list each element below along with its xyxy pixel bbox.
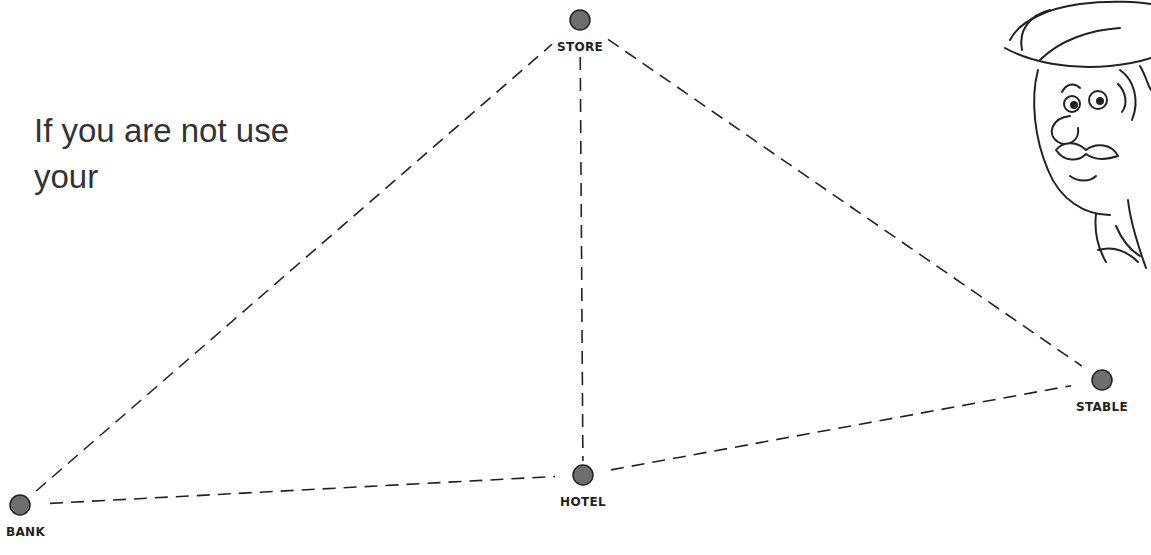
- dot-circle: [573, 465, 593, 485]
- dashed-path: [580, 57, 583, 461]
- place-label: STORE: [555, 40, 605, 54]
- place-label: STABLE: [1074, 400, 1130, 414]
- place-label: HOTEL: [558, 495, 608, 509]
- place-dot: STORE: [555, 9, 605, 54]
- dot-symbol: [1091, 369, 1113, 391]
- place-label: BANK: [4, 525, 47, 539]
- place-dot: STABLE: [1074, 369, 1130, 414]
- dashed-path: [608, 39, 1082, 366]
- dot-symbol: [572, 464, 594, 486]
- dashed-path: [611, 386, 1071, 470]
- handwritten-note: If you are not use your: [34, 108, 289, 200]
- place-dot: BANK: [4, 494, 47, 539]
- dot-circle: [570, 10, 590, 30]
- dot-circle: [10, 495, 30, 515]
- place-dot: HOTEL: [558, 464, 608, 509]
- dashed-path: [36, 44, 552, 491]
- dot-circle: [1092, 370, 1112, 390]
- dot-symbol: [9, 494, 31, 516]
- dashed-path: [50, 476, 555, 503]
- dot-symbol: [569, 9, 591, 31]
